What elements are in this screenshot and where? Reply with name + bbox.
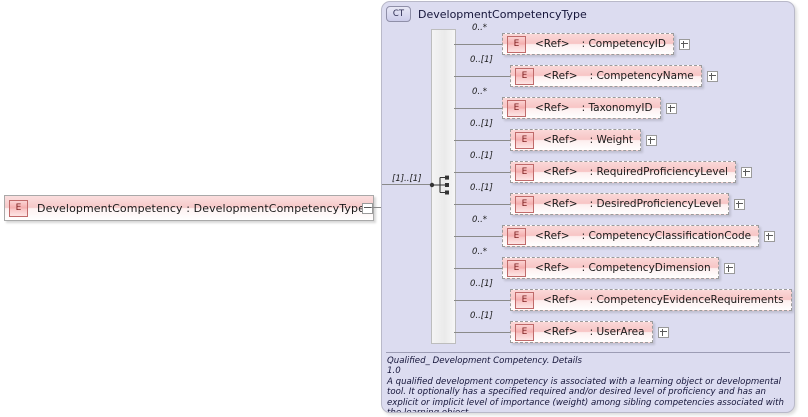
connector-line: [454, 140, 510, 141]
element-ref-label: <Ref>: [543, 166, 578, 178]
connector-line: [454, 76, 510, 77]
element-name: : CompetencyEvidenceRequirements: [589, 294, 784, 306]
element-name: : CompetencyID: [581, 38, 666, 50]
element-box-wrapper: E <Ref> : CompetencyEvidenceRequirements: [510, 289, 794, 311]
documentation-line-description: A qualified development competency is as…: [387, 376, 784, 412]
element-box-development-competency[interactable]: E DevelopmentCompetency : DevelopmentCom…: [4, 195, 374, 221]
element-box[interactable]: E <Ref> : CompetencyName: [510, 65, 702, 87]
expand-toggle-icon[interactable]: [657, 326, 669, 338]
element-box[interactable]: E <Ref> : UserArea: [510, 321, 653, 343]
element-name: : TaxonomyID: [581, 102, 653, 114]
element-box[interactable]: E <Ref> : CompetencyClassificationCode: [502, 225, 760, 247]
expand-toggle-icon[interactable]: [734, 198, 746, 210]
connector-line: [454, 300, 510, 301]
documentation-line-title: Qualified_ Development Competency. Detai…: [387, 356, 583, 366]
collapse-toggle-icon[interactable]: [362, 203, 373, 214]
element-cardinality: 0..*: [472, 215, 488, 225]
element-ref-label: <Ref>: [543, 70, 578, 82]
element-ref-label: <Ref>: [543, 134, 578, 146]
element-name: : UserArea: [589, 326, 645, 338]
expand-toggle-icon[interactable]: [665, 102, 677, 114]
element-cardinality: 0..[1]: [470, 183, 493, 193]
expand-toggle-icon[interactable]: [646, 134, 658, 146]
documentation-line-version: 1.0: [387, 366, 401, 377]
complex-type-badge: CT: [386, 6, 411, 22]
element-box-wrapper: E <Ref> : TaxonomyID: [502, 97, 677, 119]
connector-line: [454, 108, 502, 109]
element-box-wrapper: E <Ref> : CompetencyClassificationCode: [502, 225, 776, 247]
expand-toggle-icon[interactable]: [764, 230, 776, 242]
element-type-badge: E: [507, 99, 526, 117]
element-box[interactable]: E <Ref> : CompetencyEvidenceRequirements: [510, 289, 792, 311]
element-type-badge: E: [515, 291, 534, 309]
connector-line: [371, 207, 383, 208]
connector-line: [454, 204, 510, 205]
connector-line: [454, 268, 502, 269]
compositor-input-line: [382, 184, 431, 185]
element-type-badge: E: [507, 227, 526, 245]
element-cardinality: 0..[1]: [470, 311, 493, 321]
element-box-wrapper: E <Ref> : CompetencyID: [502, 33, 690, 55]
element-name: : DesiredProficiencyLevel: [589, 198, 722, 210]
element-ref-label: <Ref>: [535, 38, 570, 50]
connector-line: [454, 44, 502, 45]
element-type-badge: E: [515, 67, 534, 85]
element-type-badge: E: [9, 199, 28, 217]
connector-line: [454, 172, 510, 173]
complex-type-title: DevelopmentCompetencyType: [418, 7, 587, 21]
element-name: : CompetencyName: [589, 70, 694, 82]
complex-type-header: CT DevelopmentCompetencyType: [386, 6, 587, 22]
compositor-cardinality: [1]..[1]: [392, 174, 422, 184]
element-type-badge: E: [507, 259, 526, 277]
complex-type-panel: CT DevelopmentCompetencyType [1]..[1] 0.…: [381, 1, 795, 413]
element-name: : CompetencyDimension: [581, 262, 711, 274]
element-cardinality: 0..*: [472, 247, 488, 257]
element-ref-label: <Ref>: [535, 102, 570, 114]
element-ref-label: <Ref>: [535, 262, 570, 274]
element-name: : Weight: [589, 134, 634, 146]
element-box[interactable]: E <Ref> : Weight: [510, 129, 642, 151]
element-box-wrapper: E <Ref> : UserArea: [510, 321, 669, 343]
element-box-wrapper: E <Ref> : CompetencyName: [510, 65, 718, 87]
element-name: : CompetencyClassificationCode: [581, 230, 752, 242]
element-box[interactable]: E <Ref> : CompetencyDimension: [502, 257, 719, 279]
connector-line: [454, 332, 510, 333]
element-cardinality: 0..[1]: [470, 55, 493, 65]
expand-toggle-icon[interactable]: [706, 70, 718, 82]
element-cardinality: 0..*: [472, 23, 488, 33]
element-box[interactable]: E <Ref> : RequiredProficiencyLevel: [510, 161, 736, 183]
sequence-icon: [429, 175, 449, 195]
documentation-block: Qualified_ Development Competency. Detai…: [387, 356, 787, 412]
element-ref-label: <Ref>: [543, 294, 578, 306]
expand-toggle-icon[interactable]: [740, 166, 752, 178]
element-ref-label: <Ref>: [535, 230, 570, 242]
documentation-divider: [386, 352, 790, 353]
element-cardinality: 0..*: [472, 87, 488, 97]
element-label: DevelopmentCompetency : DevelopmentCompe…: [37, 201, 365, 215]
connector-line: [454, 236, 502, 237]
element-type-badge: E: [515, 195, 534, 213]
element-ref-label: <Ref>: [543, 198, 578, 210]
element-box-wrapper: E <Ref> : RequiredProficiencyLevel: [510, 161, 752, 183]
element-type-badge: E: [507, 35, 526, 53]
element-type-badge: E: [515, 163, 534, 181]
element-cardinality: 0..[1]: [470, 151, 493, 161]
expand-toggle-icon[interactable]: [678, 38, 690, 50]
element-box[interactable]: E <Ref> : DesiredProficiencyLevel: [510, 193, 730, 215]
expand-toggle-icon[interactable]: [723, 262, 735, 274]
element-type-badge: E: [515, 323, 534, 341]
element-type-badge: E: [515, 131, 534, 149]
element-cardinality: 0..[1]: [470, 279, 493, 289]
element-box-wrapper: E <Ref> : DesiredProficiencyLevel: [510, 193, 746, 215]
element-box-wrapper: E <Ref> : Weight: [510, 129, 658, 151]
element-ref-label: <Ref>: [543, 326, 578, 338]
element-name: : RequiredProficiencyLevel: [589, 166, 728, 178]
element-cardinality: 0..[1]: [470, 119, 493, 129]
element-box[interactable]: E <Ref> : TaxonomyID: [502, 97, 661, 119]
element-box-wrapper: E <Ref> : CompetencyDimension: [502, 257, 735, 279]
element-box[interactable]: E <Ref> : CompetencyID: [502, 33, 674, 55]
